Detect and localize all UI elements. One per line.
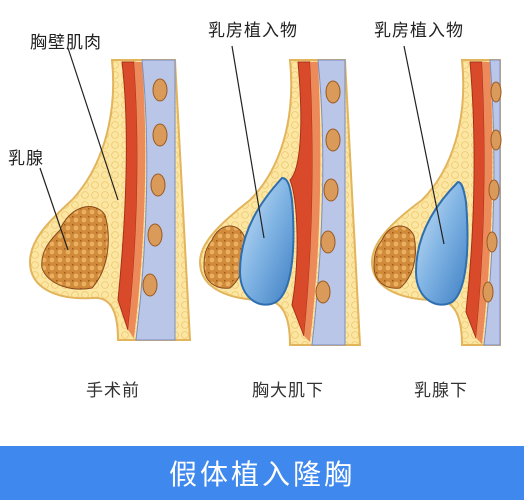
gland-submuscular [203, 225, 246, 289]
caption-before-surgery: 手术前 [86, 381, 140, 401]
muscle-submuscular [289, 61, 313, 337]
panel-submuscular [198, 45, 362, 346]
label-implant-subglandular: 乳房植入物 [374, 21, 464, 41]
implant-subglandular [414, 180, 469, 306]
label-implant-submuscular: 乳房植入物 [208, 21, 298, 41]
title-banner: 假体植入隆胸 [0, 446, 524, 500]
ribs-submuscular [315, 80, 341, 304]
gland-subglandular [373, 225, 416, 289]
caption-subglandular: 乳腺下 [414, 381, 468, 401]
label-mammary-gland: 乳腺 [8, 149, 44, 169]
panel-subglandular [370, 45, 502, 346]
implant-submuscular [238, 176, 295, 306]
caption-submuscular: 胸大肌下 [252, 381, 324, 401]
label-chest-wall-muscle: 胸壁肌肉 [30, 33, 102, 53]
gland-before [41, 206, 109, 290]
ribs-before [142, 78, 168, 297]
banner-title: 假体植入隆胸 [168, 458, 355, 491]
ribs-subglandular [482, 81, 502, 303]
banner-background [0, 446, 524, 500]
panel-before [28, 47, 192, 341]
